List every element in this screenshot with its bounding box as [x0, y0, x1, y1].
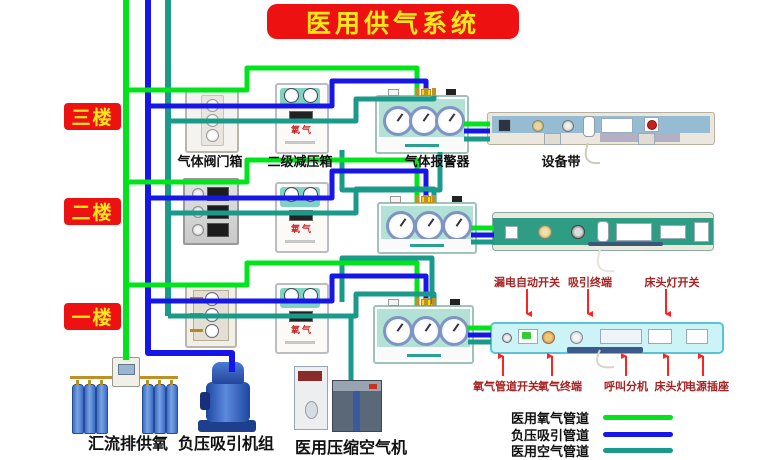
suction-pipe [200, 392, 210, 410]
air-run-2f [168, 186, 437, 216]
call-panel [616, 223, 652, 241]
legend-swatch-vacuum [603, 432, 674, 437]
phone-cord [584, 142, 601, 165]
valve-gauge [206, 129, 219, 142]
oxygen-cylinder [96, 380, 108, 434]
phone-handset [597, 221, 609, 242]
reducer-gauge [303, 88, 318, 103]
light-switch [660, 225, 686, 239]
suction-motor [212, 362, 244, 384]
gas-alarm-3f [375, 95, 469, 154]
oxygen-cylinder [166, 380, 178, 434]
legend-row-air: 医用空气管道 [511, 441, 674, 460]
air-compressor [332, 380, 382, 432]
gas-terminal [562, 120, 574, 132]
suction-base [198, 420, 256, 432]
breaker-led [522, 332, 531, 339]
belt-label: 设备带 [541, 154, 581, 169]
reducer-label: 二级减压箱 [267, 154, 333, 169]
oxygen-cylinder [154, 380, 166, 434]
callout-power-socket: 电源插座 [685, 381, 729, 393]
manifold-screen [118, 364, 135, 375]
valve-box-label: 气体阀门箱 [177, 154, 243, 169]
equipment-belt-1f [490, 322, 724, 354]
legend-swatch-oxygen [603, 415, 674, 420]
oxygen-cylinder [142, 380, 154, 434]
legend-label-vacuum: 负压吸引管道 [511, 428, 590, 443]
vacuum-trunk-pipe [145, 0, 235, 372]
oxygen-run-2f [126, 157, 420, 203]
callout-bed-lamp: 床头灯 [654, 381, 688, 393]
floor-label-3f: 三楼 [64, 103, 121, 130]
vacuum-run-1f [148, 273, 429, 306]
bed-lamp-switch [648, 329, 672, 344]
suction-terminal [570, 331, 583, 344]
alarm-fineprint [405, 144, 439, 147]
alarm-gauge [383, 106, 413, 136]
legend-swatch-air [603, 448, 674, 453]
oxygen-run-3f [126, 65, 420, 96]
power-outlet [638, 133, 655, 145]
gas-terminal [532, 120, 544, 132]
floor-label-2f: 二楼 [64, 198, 121, 225]
call-panel [601, 118, 633, 133]
oxygen-cylinder [72, 380, 84, 434]
bed-lamp [567, 347, 643, 353]
vacuum-run-2f [148, 168, 429, 203]
phone-cord [596, 349, 615, 369]
oxygen-terminal [542, 331, 555, 344]
oxygen-pipe-switch [502, 333, 512, 343]
legend-row-vacuum: 负压吸引管道 [511, 425, 674, 444]
gas-terminal [538, 225, 552, 239]
vacuum-run-3f [148, 78, 429, 109]
callout-oxygen-terminal: 氧气终端 [538, 381, 582, 393]
reducer-oxygen-text: 氧气 [290, 125, 313, 135]
air-run-3f [168, 96, 437, 124]
page-title: 医用供气系统 [267, 4, 519, 39]
equipment-belt-3f [487, 112, 715, 145]
reducer-gauge [284, 88, 299, 103]
belt-module [505, 226, 518, 239]
red-button [647, 120, 657, 130]
callout-call-extension: 呼叫分机 [604, 381, 648, 393]
phone-cord [596, 249, 615, 273]
suction-tank [206, 382, 250, 422]
legend-label-oxygen: 医用氧气管道 [511, 411, 590, 426]
equipment-belt-2f [493, 213, 713, 250]
call-extension-panel [600, 329, 642, 344]
oxygen-cylinder [84, 380, 96, 434]
alarm-label: 气体报警器 [404, 154, 470, 169]
alarm-gauge [435, 106, 465, 136]
gas-alarm-1f [373, 305, 474, 364]
pressure-reducer-box-3f: 氧气 [275, 83, 329, 154]
power-socket [686, 329, 708, 344]
gas-terminal [571, 225, 585, 239]
callout-suction-terminal: 吸引终端 [568, 277, 612, 289]
reducer-oxygen-text: 氧气 [290, 325, 313, 335]
phone-handset [583, 116, 595, 137]
power-outlet [694, 222, 709, 242]
compressor-label: 医用压缩空气机 [294, 440, 408, 457]
manifold-control-box [112, 357, 140, 387]
suction-label: 负压吸引机组 [177, 436, 275, 453]
reducer-oxygen-text: 氧气 [290, 224, 313, 234]
air-loop-1f [339, 255, 435, 304]
power-outlet [544, 133, 561, 145]
legend-label-air: 医用空气管道 [511, 444, 590, 459]
callout-leakage-switch: 漏电自动开关 [494, 277, 560, 289]
manifold-label: 汇流排供氧 [87, 436, 169, 453]
callout-oxygen-pipe-switch: 氧气管道开关 [473, 381, 539, 393]
floor-label-1f: 一楼 [64, 303, 121, 330]
callout-bedlamp-switch: 床头灯开关 [644, 277, 700, 289]
reducer-fineprint [285, 141, 315, 144]
compressor-cabinet [294, 366, 328, 430]
legend-row-oxygen: 医用氧气管道 [511, 408, 674, 427]
belt-module [498, 119, 511, 132]
